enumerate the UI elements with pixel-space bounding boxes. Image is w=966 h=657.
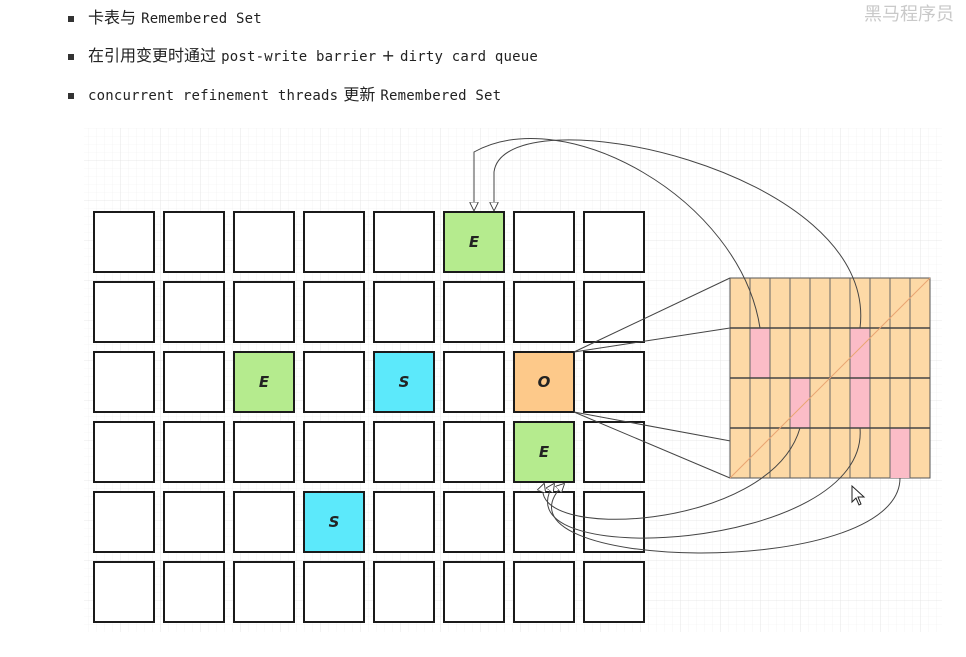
bullet-marker [68,16,74,22]
bullet-segment: Remembered Set [141,11,262,27]
empty-region [93,351,155,413]
empty-region [373,211,435,273]
bullet-segment: 更新 [338,85,381,104]
empty-region [513,281,575,343]
empty-region [513,491,575,553]
mouse-cursor-icon [851,484,866,506]
watermark-text: 黑马程序员 [864,4,954,25]
empty-region [443,561,505,623]
empty-region [583,421,645,483]
empty-region [303,351,365,413]
bullet-segment: concurrent refinement threads [88,88,339,104]
dirty-card [790,378,810,428]
reference-line [573,327,731,353]
reference-line [573,277,731,353]
empty-region [583,561,645,623]
empty-region [233,281,295,343]
bullet-text: concurrent refinement threads 更新 Remembe… [88,83,501,108]
empty-region [443,351,505,413]
region-label: S [329,513,340,531]
survivor-region [303,491,365,553]
empty-region [163,211,225,273]
empty-region [233,491,295,553]
region-label: S [399,373,410,391]
bullet-marker [68,93,74,99]
survivor-region [373,351,435,413]
empty-region [443,281,505,343]
bullet-segment: 在引用变更时通过 [88,46,222,65]
bullet-text: 卡表与 Remembered Set [88,6,262,31]
eden-region [233,351,295,413]
empty-region [233,561,295,623]
heap-regions: E E S O E S [93,211,645,623]
bullet-text: 在引用变更时通过 post-write barrier + dirty card… [88,44,538,69]
empty-region [303,281,365,343]
bullet-segment: + [376,46,400,65]
empty-region [163,351,225,413]
eden-region [513,421,575,483]
empty-region [233,421,295,483]
empty-region [443,491,505,553]
empty-region [373,491,435,553]
empty-region [233,211,295,273]
bullet-segment: Remembered Set [380,88,502,104]
card-table-diagonal [729,277,931,479]
empty-region [93,491,155,553]
empty-region [513,211,575,273]
reference-line [573,411,731,479]
bullet-segment: post-write barrier [221,49,377,65]
remembered-set-arc [494,139,862,329]
dirty-card [850,328,870,378]
empty-region [93,421,155,483]
dirty-card [850,378,870,428]
old-region [513,351,575,413]
remembered-set-arc [543,427,801,520]
region-label: O [538,373,551,391]
region-label: E [259,373,270,391]
region-label: E [539,443,550,461]
empty-region [583,351,645,413]
bullet-segment: dirty card queue [400,49,539,65]
remembered-set-arc [474,138,761,329]
empty-region [583,211,645,273]
dirty-card [750,328,770,378]
empty-region [373,561,435,623]
card-table [729,277,931,479]
empty-region [583,281,645,343]
dirty-card [890,428,910,478]
remembered-set-arc [551,477,901,554]
empty-region [443,421,505,483]
eden-region [443,211,505,273]
empty-region [93,211,155,273]
empty-region [163,561,225,623]
empty-region [93,561,155,623]
region-label: E [469,233,480,251]
empty-region [513,561,575,623]
bullet-marker [68,54,74,60]
empty-region [583,491,645,553]
empty-region [303,421,365,483]
empty-region [163,491,225,553]
empty-region [93,281,155,343]
empty-region [163,281,225,343]
empty-region [373,281,435,343]
bullet-segment: 卡表与 [88,8,142,27]
empty-region [163,421,225,483]
empty-region [373,421,435,483]
empty-region [303,211,365,273]
empty-region [303,561,365,623]
